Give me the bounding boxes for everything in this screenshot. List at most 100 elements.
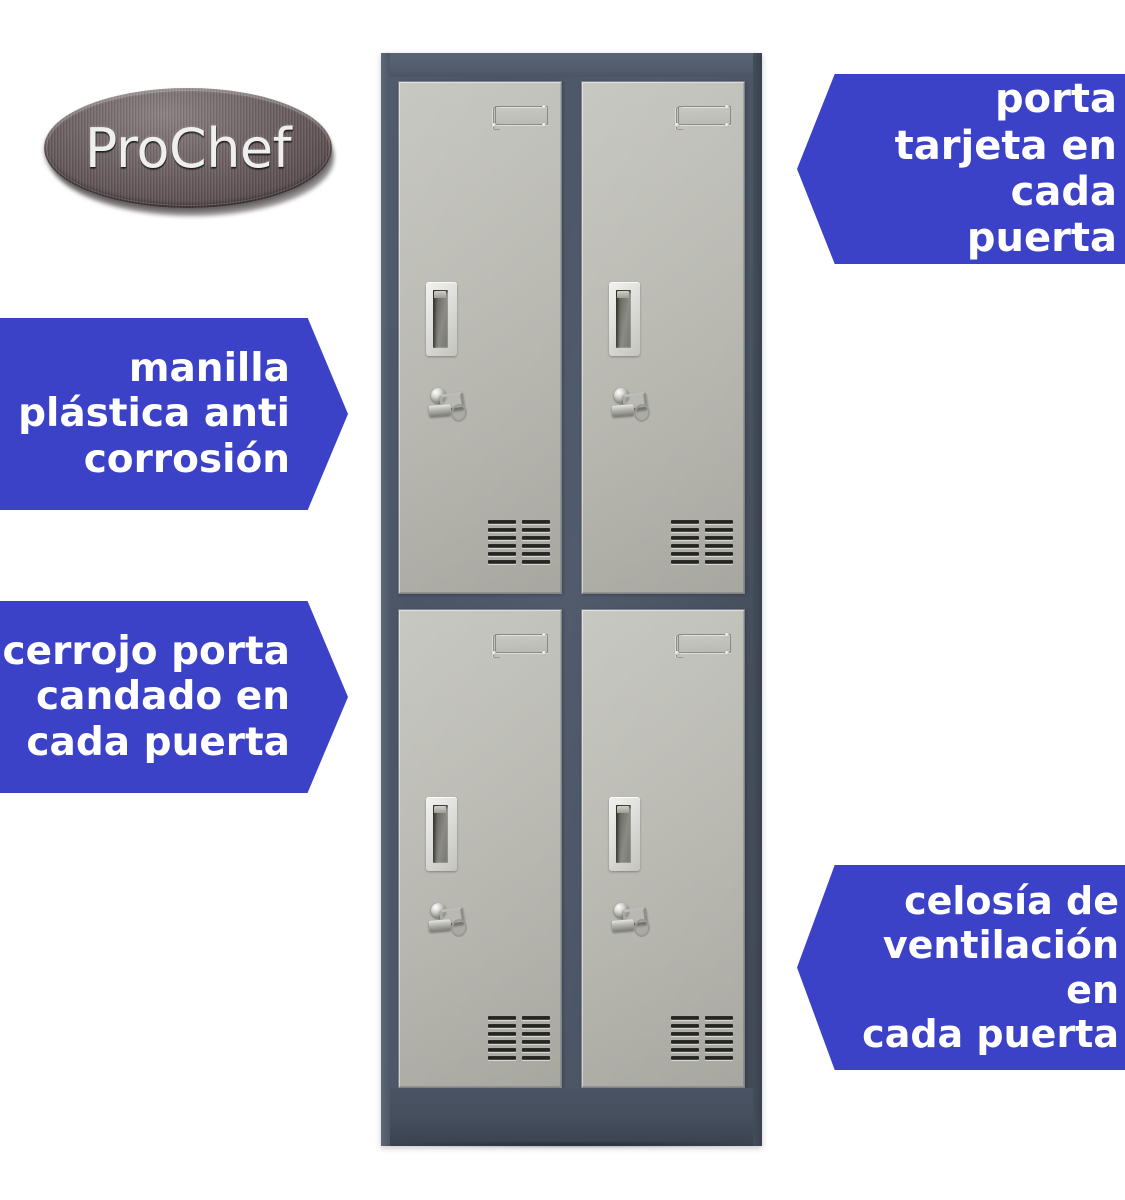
louver-slot — [671, 1024, 699, 1028]
louver-slot — [488, 544, 516, 548]
card-holder-bracket — [676, 107, 683, 130]
louver-slot — [522, 1048, 550, 1052]
callout-line: cada puerta — [966, 169, 1117, 262]
louver-slot — [671, 1048, 699, 1052]
callout-line: cada puerta — [26, 719, 290, 765]
card-holder-rivet — [725, 633, 729, 637]
latch-shackle-hole — [632, 402, 652, 424]
callout-line: candado en — [36, 674, 290, 720]
padlock-latch[interactable] — [426, 902, 469, 939]
locker-door[interactable] — [581, 609, 745, 1088]
louver-slot — [522, 1016, 550, 1020]
handle-recess — [433, 290, 448, 348]
latch-plate — [611, 919, 635, 932]
callout-padlock-latch-text: cerrojo porta candado en cada puerta — [0, 629, 290, 765]
locker-door[interactable] — [398, 81, 562, 594]
louver-slot — [488, 560, 516, 564]
callout-handle: manilla plástica anti corrosión — [0, 318, 348, 510]
card-holder-bracket — [493, 107, 500, 130]
callout-padlock-latch: cerrojo porta candado en cada puerta — [0, 601, 348, 793]
louver-column — [522, 520, 550, 564]
locker-base — [390, 1088, 753, 1146]
card-holder-rivet — [675, 123, 679, 127]
handle-lip — [617, 291, 629, 298]
card-holder-icon — [674, 632, 732, 659]
louver-slot — [488, 520, 516, 524]
callout-line: tarjeta en — [894, 122, 1117, 169]
locker-door[interactable] — [398, 609, 562, 1088]
card-holder-plate — [495, 634, 548, 653]
louver-slot — [705, 1048, 733, 1052]
latch-shackle-hole — [632, 917, 652, 939]
latch-shackle-hole — [449, 917, 469, 939]
ventilation-louver — [671, 1016, 733, 1060]
latch-knob — [614, 903, 629, 918]
door-handle[interactable] — [609, 282, 640, 356]
padlock-latch[interactable] — [609, 902, 652, 939]
latch-knob — [431, 903, 446, 918]
louver-slot — [522, 520, 550, 524]
louver-slot — [488, 536, 516, 540]
louver-slot — [488, 1016, 516, 1020]
louver-column — [522, 1016, 550, 1060]
locker-floor-shadow — [386, 1141, 758, 1148]
door-handle[interactable] — [609, 797, 640, 871]
handle-lip — [617, 806, 629, 813]
louver-slot — [705, 520, 733, 524]
callout-card-holder: porta tarjeta en cada puerta — [797, 74, 1125, 264]
latch-knob — [614, 388, 629, 403]
louver-slot — [671, 544, 699, 548]
latch-knob — [431, 388, 446, 403]
card-holder-rivet — [542, 123, 546, 127]
louver-slot — [488, 1024, 516, 1028]
louver-slot — [488, 528, 516, 532]
card-holder-plate — [678, 634, 731, 653]
locker-door[interactable] — [581, 81, 745, 594]
louver-slot — [671, 1056, 699, 1060]
callout-ventilation: celosía de ventilación en cada puerta — [797, 865, 1125, 1070]
louver-column — [488, 520, 516, 564]
louver-slot — [671, 1040, 699, 1044]
louver-slot — [671, 536, 699, 540]
card-holder-icon — [491, 632, 549, 659]
louver-slot — [522, 552, 550, 556]
door-handle[interactable] — [426, 282, 457, 356]
card-holder-rivet — [542, 651, 546, 655]
card-holder-rivet — [542, 633, 546, 637]
louver-slot — [671, 528, 699, 532]
louver-slot — [705, 1032, 733, 1036]
louver-slot — [488, 1032, 516, 1036]
louver-slot — [671, 520, 699, 524]
padlock-latch[interactable] — [426, 387, 469, 424]
callout-ventilation-text: celosía de ventilación en cada puerta — [849, 879, 1119, 1055]
handle-lip — [434, 806, 446, 813]
ventilation-louver — [488, 1016, 550, 1060]
card-holder-rivet — [542, 105, 546, 109]
handle-recess — [616, 805, 631, 863]
louver-column — [671, 1016, 699, 1060]
padlock-latch[interactable] — [609, 387, 652, 424]
louver-slot — [522, 560, 550, 564]
card-holder-rivet — [725, 123, 729, 127]
louver-column — [488, 1016, 516, 1060]
logo-text: ProChef — [84, 116, 292, 180]
callout-line: manilla — [128, 346, 290, 392]
door-handle[interactable] — [426, 797, 457, 871]
louver-slot — [522, 1056, 550, 1060]
frame-left-edge — [381, 53, 390, 1146]
callout-line: celosía de — [904, 879, 1119, 924]
callout-line: corrosión — [83, 436, 290, 482]
callout-line: cada puerta — [862, 1011, 1119, 1056]
card-holder-rivet — [725, 651, 729, 655]
card-holder-rivet — [725, 105, 729, 109]
card-holder-icon — [491, 104, 549, 131]
handle-lip — [434, 291, 446, 298]
locker-cabinet — [381, 53, 762, 1146]
louver-slot — [671, 1032, 699, 1036]
card-holder-rivet — [492, 123, 496, 127]
callout-line: ventilación en — [882, 923, 1119, 1012]
latch-plate — [611, 404, 635, 417]
louver-slot — [522, 1024, 550, 1028]
card-holder-rivet — [492, 651, 496, 655]
logo-oval-plate — [44, 88, 332, 208]
